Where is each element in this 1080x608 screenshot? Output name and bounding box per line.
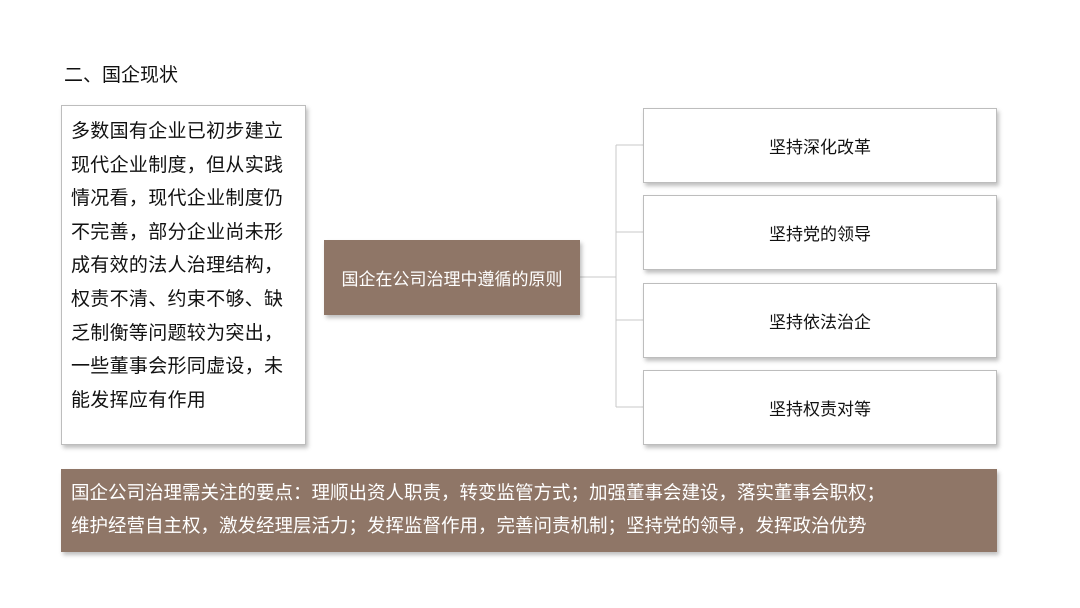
key-points-box: 国企公司治理需关注的要点：理顺出资人职责，转变监管方式；加强董事会建设，落实董事… [61,469,997,552]
principle-node-party-leadership: 坚持党的领导 [643,195,997,270]
status-line: 情况看，现代企业制度仍 [71,187,284,210]
key-points-line: 国企公司治理需关注的要点：理顺出资人职责，转变监管方式；加强董事会建设，落实董事… [71,483,886,504]
principle-node-rule-of-law: 坚持依法治企 [643,283,997,358]
status-text-box: 多数国有企业已初步建立 现代企业制度，但从实践 情况看，现代企业制度仍 不完善，… [61,105,306,445]
key-points-line: 维护经营自主权，激发经理层活力；发挥监督作用，完善问责机制；坚持党的领导，发挥政… [71,516,867,537]
status-line: 一些董事会形同虚设，未 [71,355,284,378]
status-line: 能发挥应有作用 [71,388,207,411]
status-line: 多数国有企业已初步建立 [71,120,284,142]
principle-node-reform: 坚持深化改革 [643,108,997,183]
status-line: 不完善，部分企业尚未形 [71,220,284,243]
central-principle-node: 国企在公司治理中遵循的原则 [324,240,580,315]
status-line: 权责不清、约束不够、缺 [71,287,284,310]
status-line: 成有效的法人治理结构， [71,254,284,277]
section-title: 二、国企现状 [64,64,179,86]
status-line: 乏制衡等问题较为突出， [71,321,284,344]
status-line: 现代企业制度，但从实践 [71,153,284,176]
principle-node-rights-responsibilities: 坚持权责对等 [643,370,997,445]
